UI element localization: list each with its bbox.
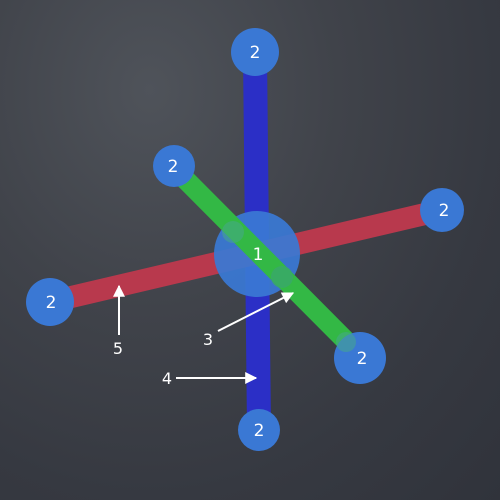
annotation-label-blue-bond: 4 bbox=[162, 369, 172, 388]
annotation-label-green-bond: 3 bbox=[203, 330, 213, 349]
annotation-arrow-green-bond bbox=[217, 292, 295, 332]
ligand-atom-right bbox=[420, 188, 464, 232]
ligand-atom-left bbox=[26, 278, 74, 326]
ligand-label-lower-right: 2 bbox=[357, 349, 368, 369]
ligand-label-left: 2 bbox=[46, 293, 57, 313]
ligand-label-upper-left: 2 bbox=[168, 157, 179, 177]
central-atom-label: 1 bbox=[253, 245, 264, 265]
annotation-label-red-bond: 5 bbox=[113, 339, 123, 358]
ligand-label-right: 2 bbox=[439, 201, 450, 221]
green-bond-joint-lower bbox=[271, 266, 293, 288]
green-bond-joint-upper bbox=[222, 221, 244, 243]
ligand-label-bottom: 2 bbox=[254, 421, 265, 441]
bond-green-diagonal bbox=[164, 158, 372, 367]
ligand-atom-top bbox=[231, 28, 279, 76]
ligand-atom-upper-left bbox=[153, 145, 195, 187]
ligand-label-top: 2 bbox=[250, 43, 261, 63]
green-bond-joint-end bbox=[336, 332, 356, 352]
ligand-atom-bottom bbox=[238, 409, 280, 451]
